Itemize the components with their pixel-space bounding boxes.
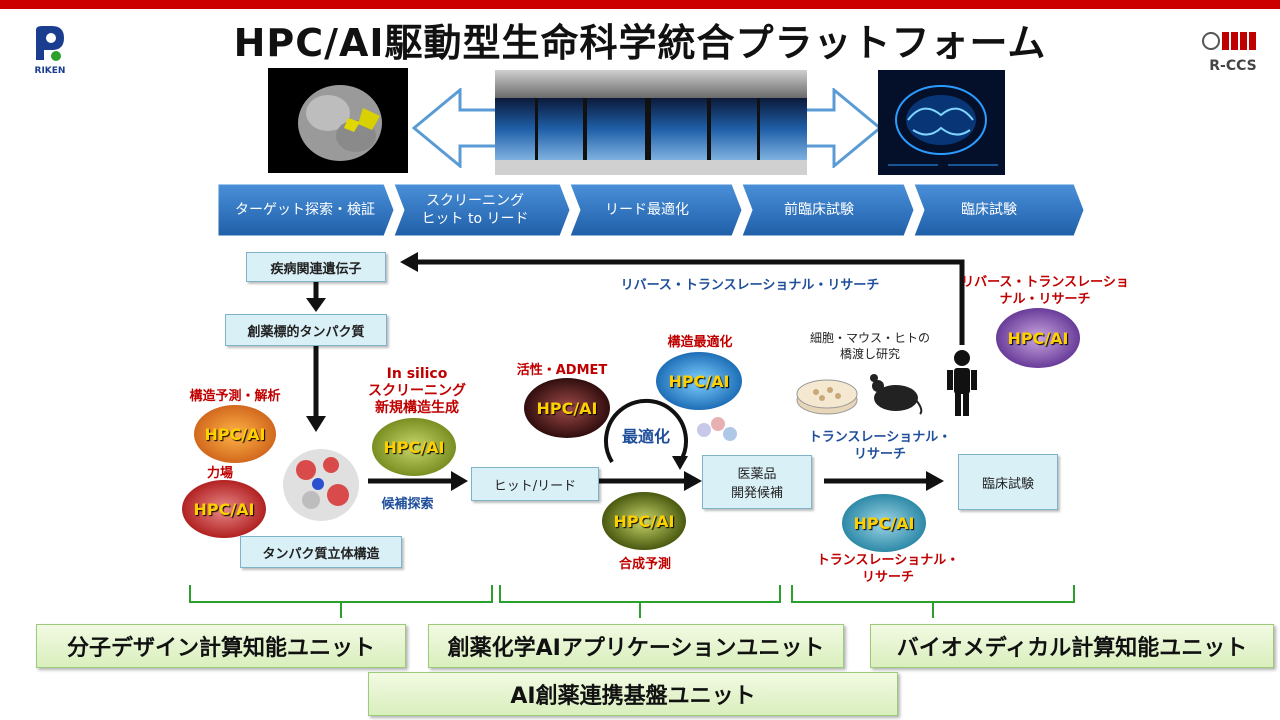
rccs-logo: R-CCS — [1200, 26, 1266, 76]
candidate-search-label: 候補探索 — [381, 497, 434, 512]
hpc-ai-structure-badge: HPC/AI — [194, 405, 276, 463]
protein-3d-image — [276, 440, 366, 530]
stage-lead-optimization: リード最適化 — [605, 202, 689, 218]
mouse-icon — [866, 370, 926, 416]
petri-dish-icon — [794, 372, 860, 416]
protein-surface-image — [268, 68, 408, 173]
protein-structure-box: タンパク質立体構造 — [240, 536, 402, 568]
reverse-translational-label: リバース・トランスレーショナル・リサーチ — [620, 278, 880, 293]
svg-text:RIKEN: RIKEN — [35, 66, 66, 76]
hpc-ai-reverse-badge: HPC/AI — [996, 308, 1080, 368]
target-protein-box: 創薬標的タンパク質 — [225, 314, 387, 346]
drug-candidate-box: 医薬品開発候補 — [702, 455, 812, 509]
ai-drug-platform-unit: AI創薬連携基盤ユニット — [368, 672, 898, 716]
structure-prediction-label: 構造予測・解析 — [189, 389, 281, 404]
cell-mouse-human-label: 細胞・マウス・ヒトの橋渡し研究 — [809, 331, 930, 361]
stage-preclinical: 前臨床試験 — [784, 202, 854, 218]
hpc-ai-admet-badge: HPC/AI — [524, 378, 610, 438]
stage-clinical: 臨床試験 — [961, 202, 1017, 218]
hpc-ai-screening-badge: HPC/AI — [372, 418, 456, 476]
biomedical-unit: バイオメディカル計算知能ユニット — [870, 624, 1274, 668]
drug-chem-ai-unit: 創薬化学AIアプリケーションユニット — [428, 624, 844, 668]
hpc-ai-optimization-badge: HPC/AI — [656, 352, 742, 410]
riken-logo: RIKEN — [30, 24, 70, 76]
ai-brain-image — [878, 70, 1005, 175]
supercomputer-image — [495, 70, 807, 175]
hit-lead-box: ヒット/リード — [471, 467, 599, 501]
optimization-label: 最適化 — [621, 427, 670, 446]
stage-screening: スクリーニングヒット to リード — [421, 193, 529, 227]
reverse-translational-red-label: リバース・トランスレーショナル・リサーチ — [961, 275, 1129, 307]
hpc-ai-forcefield-badge: HPC/AI — [182, 480, 266, 538]
activity-admet-label: 活性・ADMET — [516, 363, 608, 378]
force-field-label: 力場 — [206, 466, 233, 481]
stage-chevrons — [218, 184, 1085, 236]
structure-optimization-label: 構造最適化 — [667, 335, 733, 350]
translational-research-blue-label: トランスレーショナル・リサーチ — [808, 430, 952, 462]
svg-text:R-CCS: R-CCS — [1209, 58, 1256, 74]
hpc-ai-translational-badge: HPC/AI — [842, 494, 926, 552]
hpc-ai-synthesis-badge: HPC/AI — [602, 492, 686, 550]
molecular-design-unit: 分子デザイン計算知能ユニット — [36, 624, 406, 668]
page-title: HPC/AI駆動型生命科学統合プラットフォーム — [233, 21, 1047, 65]
top-red-bar — [0, 0, 1280, 9]
translational-research-red-label: トランスレーショナル・リサーチ — [816, 553, 960, 585]
stage-target-discovery: ターゲット探索・検証 — [235, 202, 375, 218]
clinical-trial-box: 臨床試験 — [958, 454, 1058, 510]
molecule-image — [692, 412, 742, 448]
disease-genes-box: 疾病関連遺伝子 — [246, 252, 386, 282]
synthesis-prediction-label: 合成予測 — [618, 557, 671, 572]
person-icon — [944, 348, 980, 418]
